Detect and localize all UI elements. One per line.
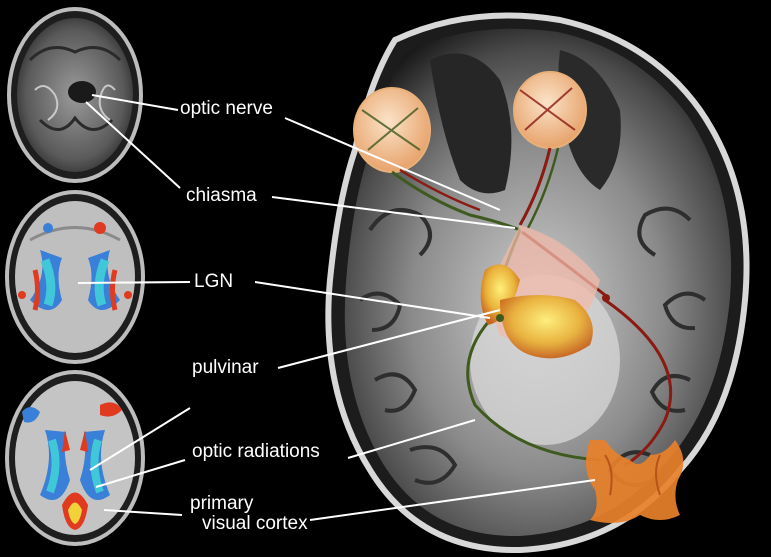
label-optic-radiations: optic radiations [192,441,320,462]
right-eye [513,71,587,149]
label-lgn: LGN [194,271,234,292]
label-primary-line1: primary [190,493,254,514]
visual-cortex [586,440,684,524]
label-primary-line2: visual cortex [202,512,308,534]
label-primary-visual-cortex: primary visual cortex [190,494,308,534]
label-optic-nerve: optic nerve [180,98,273,119]
lgn-region [480,225,610,359]
leader-lines [77,94,596,521]
small-panel-top [7,7,143,183]
label-pulvinar: pulvinar [192,357,259,378]
small-panel-middle [5,190,145,364]
left-eye [353,87,431,173]
small-panel-bottom [5,370,145,546]
label-chiasma: chiasma [186,185,257,206]
